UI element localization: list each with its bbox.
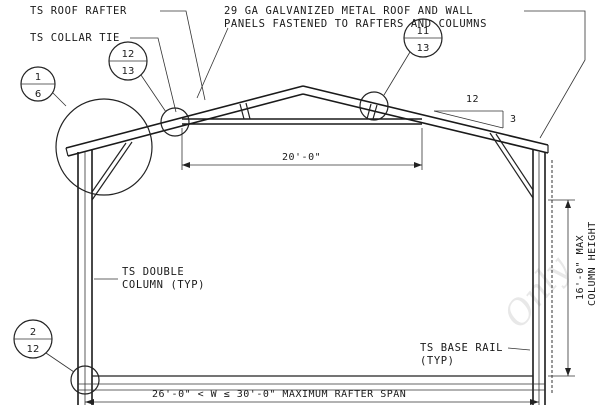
detail-zone-circle-base bbox=[70, 365, 100, 395]
collar-tie-dimension-text: 20'-0" bbox=[282, 152, 321, 163]
pitch-run-text: 12 bbox=[466, 94, 479, 105]
base-rail bbox=[78, 375, 545, 391]
base-rail-label-line2: (TYP) bbox=[420, 355, 455, 367]
detail-11-top: 11 bbox=[417, 26, 430, 37]
watermark-text: Only bbox=[496, 248, 578, 335]
detail-2-bottom: 12 bbox=[27, 344, 40, 355]
detail-zone-circle-collar bbox=[160, 107, 190, 137]
collar-tie-label: TS COLLAR TIE bbox=[30, 32, 120, 44]
panels-label-line2: PANELS FASTENED TO RAFTERS AND COLUMNS bbox=[224, 18, 487, 30]
left-column bbox=[77, 141, 133, 405]
detail-callout-2-12: 2 12 bbox=[13, 319, 75, 373]
detail-12-top: 12 bbox=[122, 49, 135, 60]
detail-zone-circle-brace bbox=[359, 91, 389, 121]
rafter-span-dimension bbox=[85, 399, 539, 405]
column-height-text-line1: 16'-0" MAX bbox=[575, 235, 586, 300]
detail-callout-1-6: 1 6 bbox=[20, 66, 67, 107]
double-column-label-line2: COLUMN (TYP) bbox=[122, 279, 205, 291]
column-height-dimension bbox=[548, 199, 575, 377]
right-column bbox=[489, 132, 553, 405]
column-height-text-line2: COLUMN HEIGHT bbox=[587, 221, 598, 306]
roof-pitch-indicator bbox=[433, 110, 504, 129]
detail-1-bottom: 6 bbox=[35, 89, 41, 100]
roof-rafters bbox=[65, 85, 549, 157]
pitch-rise-text: 3 bbox=[510, 114, 517, 125]
detail-1-top: 1 bbox=[35, 72, 41, 83]
detail-zone-circle-eave bbox=[55, 98, 153, 196]
detail-callout-11-13: 11 13 bbox=[383, 18, 443, 96]
base-rail-label-line1: TS BASE RAIL bbox=[420, 342, 503, 354]
detail-12-bottom: 13 bbox=[122, 66, 135, 77]
detail-callout-12-13: 12 13 bbox=[108, 41, 167, 113]
collar-tie-dimension bbox=[181, 128, 423, 170]
double-column-label-line1: TS DOUBLE bbox=[122, 266, 184, 278]
detail-11-bottom: 13 bbox=[417, 43, 430, 54]
collar-tie bbox=[182, 102, 422, 125]
detail-2-top: 2 bbox=[30, 327, 36, 338]
roof-rafter-label: TS ROOF RAFTER bbox=[30, 5, 127, 17]
rafter-span-text: 26'-0" < W ≤ 30'-0" MAXIMUM RAFTER SPAN bbox=[152, 389, 406, 400]
panels-label-line1: 29 GA GALVANIZED METAL ROOF AND WALL bbox=[224, 5, 473, 17]
